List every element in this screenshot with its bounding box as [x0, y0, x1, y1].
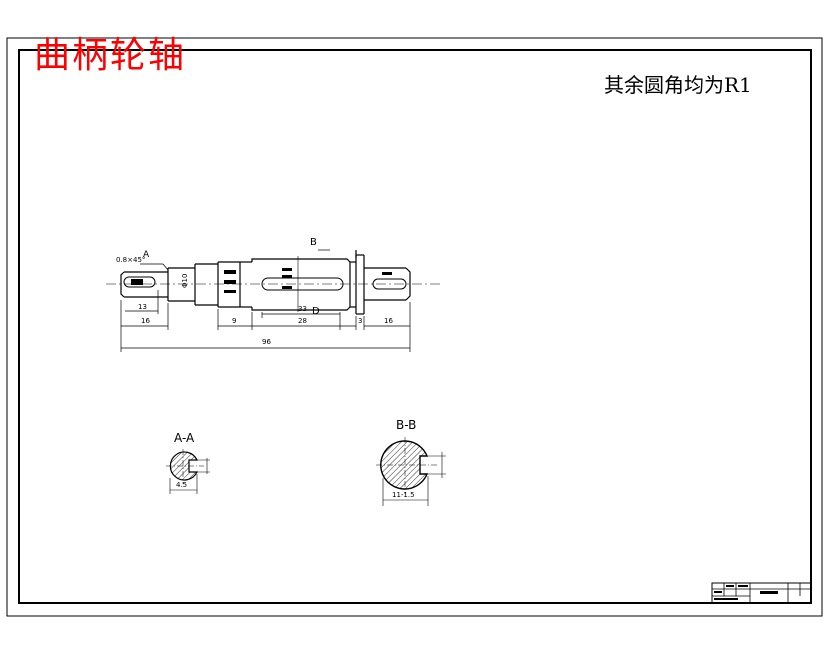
section-bb: B-B 11-1.5: [376, 418, 446, 506]
section-mark-b: B: [310, 237, 317, 248]
section-bb-dim: 11-1.5: [392, 491, 415, 499]
section-aa-dim: 4.5: [176, 481, 187, 489]
drawing-title: 曲柄轮轴: [34, 35, 187, 76]
shaft-main-view: [106, 254, 442, 315]
fillet-note: 其余圆角均为R1: [604, 73, 752, 97]
section-aa-shape: [169, 451, 198, 481]
dia-left: Φ10: [181, 274, 189, 288]
dim-overall: 96: [262, 338, 271, 346]
shaft-dimensions: [120, 249, 411, 352]
section-aa: A-A 4.5: [166, 431, 210, 494]
chamfer-label: 0.8×45°: [116, 256, 145, 264]
dim-center: 28: [298, 317, 307, 325]
inner-frame: [18, 49, 812, 604]
section-mark-d: D: [312, 306, 320, 317]
outer-frame: [6, 37, 823, 617]
section-mark-a: A: [143, 250, 150, 260]
dim-left-key: 13: [138, 303, 147, 311]
shaft-dim-labels: 0.8×45° A B D 96 16 13 9 33 28 3 16 Φ10: [116, 237, 393, 346]
section-bb-label: B-B: [396, 418, 416, 432]
dim-left: 16: [141, 317, 150, 325]
title-block: [711, 582, 812, 604]
dim-shoulder: 3: [358, 317, 362, 325]
section-aa-label: A-A: [174, 431, 195, 445]
dim-mid-small: 9: [232, 317, 236, 325]
dim-right: 16: [384, 317, 393, 325]
dim-center-key: 33: [298, 305, 307, 313]
